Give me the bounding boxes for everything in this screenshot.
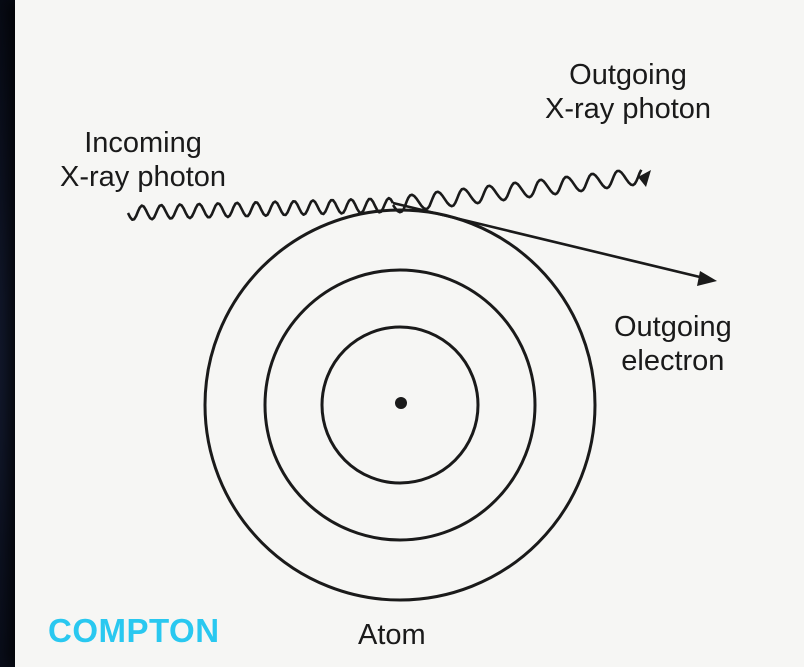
incoming-photon-label: Incoming X-ray photon <box>60 126 226 194</box>
outgoing-electron-label-line1: Outgoing <box>614 311 732 343</box>
outgoing-electron-arrowhead <box>697 271 717 286</box>
atom-inner-shell <box>320 325 480 485</box>
diagram-paper <box>15 0 804 667</box>
incoming-photon-wave <box>126 196 395 221</box>
atom-outer-shell <box>203 208 597 602</box>
atom-label-text: Atom <box>358 619 426 651</box>
atom-nucleus <box>395 397 407 409</box>
incoming-photon-label-line2: X-ray photon <box>60 161 227 193</box>
atom-label: Atom <box>358 618 426 652</box>
outgoing-electron-path <box>392 201 705 280</box>
outgoing-electron-label: Outgoing electron <box>614 310 732 378</box>
outgoing-photon-label-line1: Outgoing <box>569 59 687 91</box>
incoming-photon-label-line1: Incoming <box>84 127 202 159</box>
outgoing-photon-wave <box>391 169 643 214</box>
outgoing-photon-label-line2: X-ray photon <box>545 93 712 125</box>
outgoing-electron-label-line2: electron <box>621 345 725 377</box>
outgoing-photon-arrowhead <box>638 170 651 187</box>
compton-caption: COMPTON <box>48 612 220 649</box>
outgoing-photon-label: Outgoing X-ray photon <box>545 58 711 126</box>
atom-middle-shell <box>263 268 537 542</box>
